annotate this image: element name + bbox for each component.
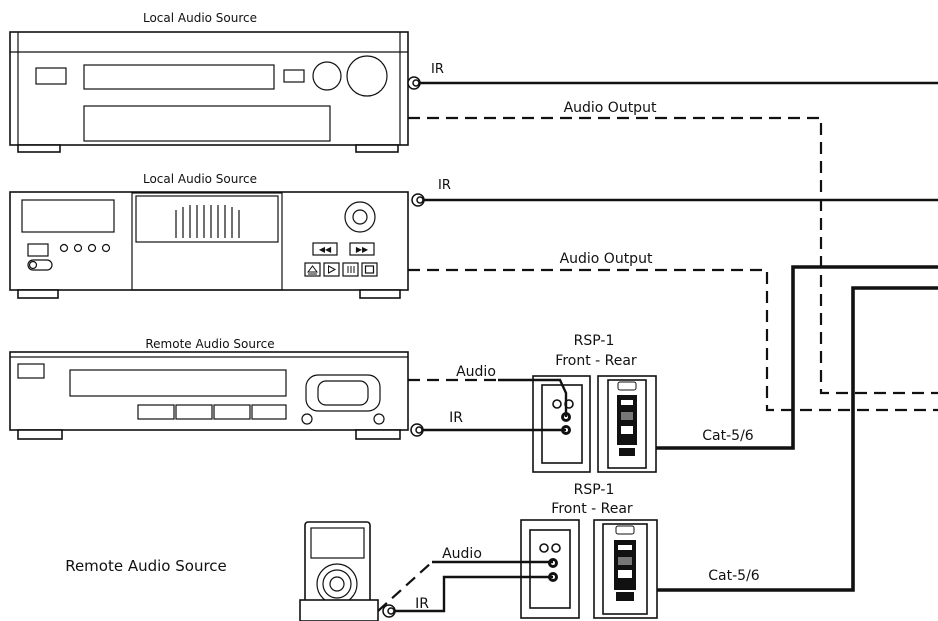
rewind-glyph: ◀◀ bbox=[319, 245, 332, 254]
ir-label-4: IR bbox=[415, 596, 429, 612]
local-audio-source-receiver bbox=[9, 31, 409, 153]
local-audio-source-cd: ◀◀ ▶▶ bbox=[9, 191, 409, 299]
rsp1-1-subtitle: Front - Rear bbox=[555, 353, 637, 369]
audio-output-label-1: Audio Output bbox=[564, 100, 657, 116]
rsp1-panel-pair-1 bbox=[532, 375, 657, 473]
ir-emitter-4 bbox=[382, 604, 396, 618]
local-source-1-label: Local Audio Source bbox=[143, 11, 257, 25]
audio-wire-2-dashed bbox=[377, 561, 433, 612]
ir-label-3: IR bbox=[449, 410, 463, 426]
remote-audio-source-player bbox=[299, 521, 379, 621]
ir-wire-4 bbox=[395, 575, 553, 613]
ir-label-1: IR bbox=[431, 62, 444, 77]
cd-disc-stack bbox=[175, 205, 240, 238]
ir-emitter-2 bbox=[411, 193, 425, 207]
audio-label-2: Audio bbox=[442, 546, 482, 562]
forward-glyph: ▶▶ bbox=[356, 245, 369, 254]
audio-output-label-2: Audio Output bbox=[560, 251, 653, 267]
remote-audio-source-tuner bbox=[9, 351, 409, 440]
rsp1-2-subtitle: Front - Rear bbox=[551, 501, 633, 517]
cat-label-2: Cat-5/6 bbox=[708, 568, 760, 584]
local-source-2-label: Local Audio Source bbox=[143, 172, 257, 186]
audio-label-1: Audio bbox=[456, 364, 496, 380]
ir-label-2: IR bbox=[438, 178, 451, 193]
rsp1-2-title: RSP-1 bbox=[574, 482, 615, 498]
cat-label-1: Cat-5/6 bbox=[702, 428, 754, 444]
cat-cable-1 bbox=[656, 265, 938, 450]
remote-source-1-label: Remote Audio Source bbox=[145, 337, 274, 351]
ir-emitter-3 bbox=[410, 423, 424, 437]
audio-output-wire-1 bbox=[408, 116, 938, 395]
audio-output-wire-2 bbox=[408, 268, 938, 412]
remote-source-2-label: Remote Audio Source bbox=[65, 557, 227, 575]
cat-cable-2 bbox=[657, 286, 938, 592]
rsp1-1-title: RSP-1 bbox=[574, 333, 615, 349]
ir-emitter-1 bbox=[407, 76, 421, 90]
audio-wire-1 bbox=[498, 378, 568, 417]
rsp1-panel-pair-2 bbox=[520, 519, 658, 619]
